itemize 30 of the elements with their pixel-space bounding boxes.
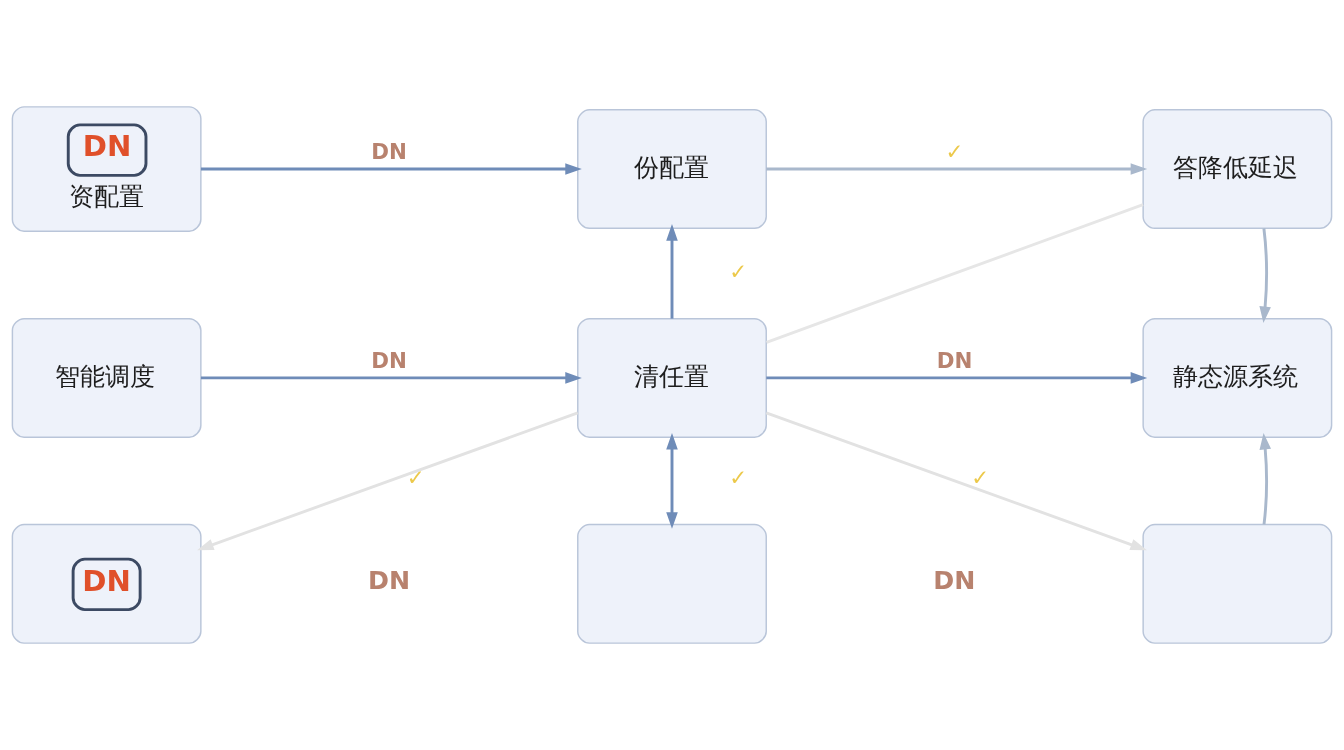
arrow: [197, 411, 579, 551]
edge-label: ✓: [971, 465, 990, 491]
arrow: [766, 163, 1148, 175]
arrow: [200, 372, 582, 384]
arrow: [1259, 432, 1272, 525]
node-box: DN 资配置: [11, 106, 202, 232]
node-box: 清任置: [577, 317, 767, 438]
arrow: [766, 372, 1148, 384]
edge-label: ✓: [406, 465, 425, 491]
edge-label: DN: [936, 347, 973, 373]
label: DN: [933, 566, 976, 596]
arrow: [1259, 228, 1271, 323]
arrow: [200, 163, 582, 175]
node-box: 份配置: [577, 109, 767, 230]
node-box: DN: [11, 523, 202, 644]
arrow: [765, 411, 1147, 551]
edge-label: ✓: [729, 465, 748, 491]
node-box: 静态源系统: [1142, 317, 1333, 438]
node-box: 智能调度: [11, 317, 202, 438]
edge-label: ✓: [945, 138, 964, 164]
edge-label: DN: [371, 138, 407, 164]
edge-label: ✓: [729, 259, 748, 285]
node-box: [577, 523, 767, 644]
node-box: [1142, 523, 1333, 644]
connector: [766, 203, 1144, 344]
edge-label: DN: [371, 347, 407, 373]
node-box: 答降低延迟: [1142, 109, 1333, 230]
arrow: [666, 432, 678, 529]
label: DN: [367, 566, 411, 596]
arrow: [666, 224, 678, 319]
